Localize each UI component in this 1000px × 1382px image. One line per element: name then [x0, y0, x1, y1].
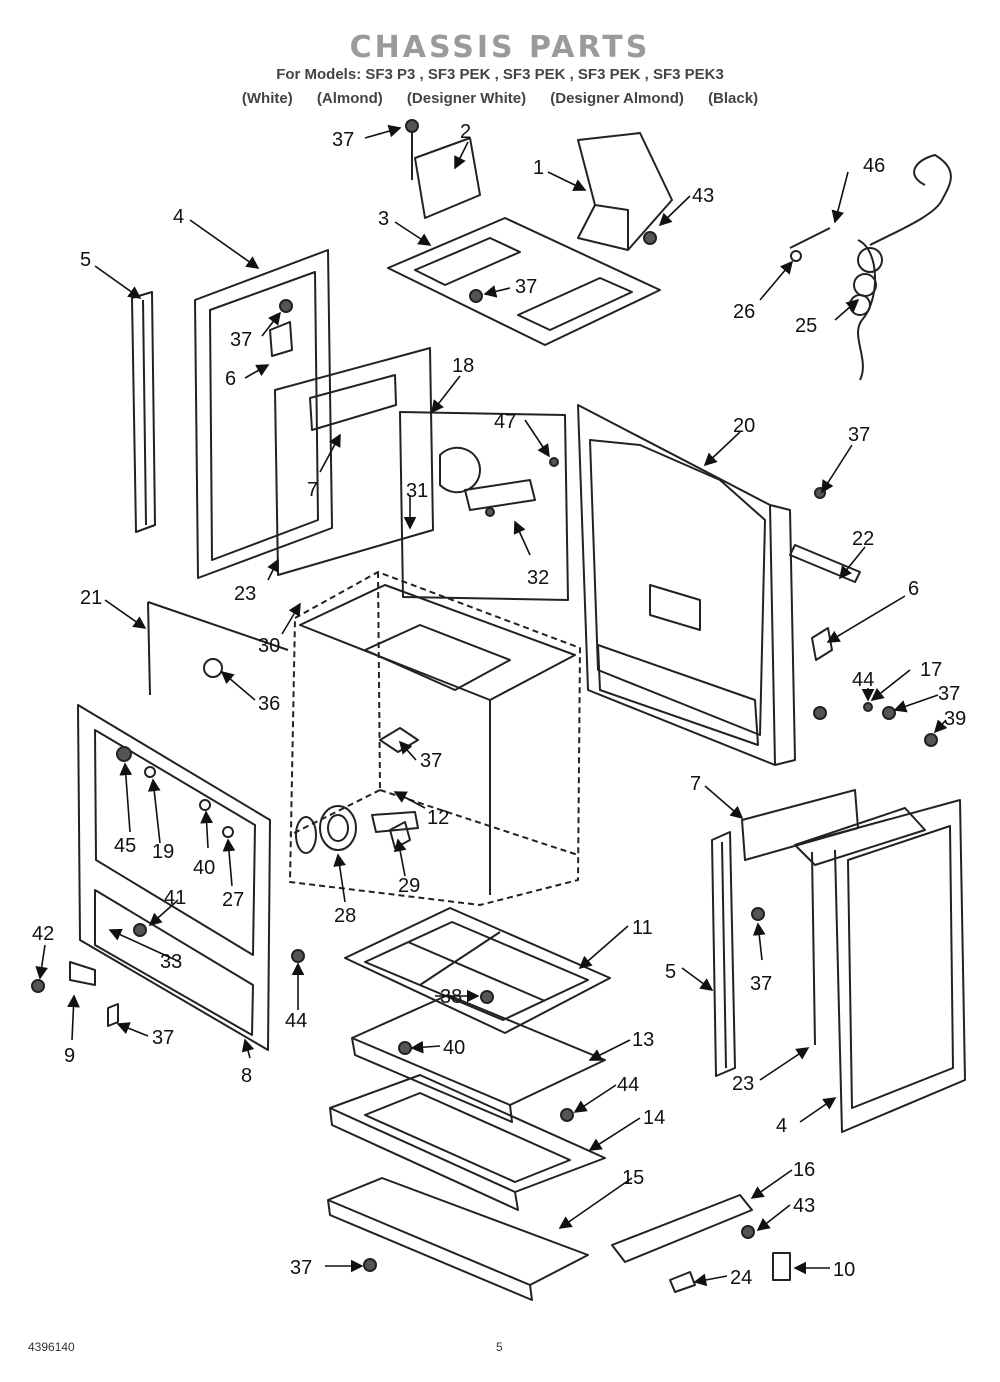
callout-6: 6 — [908, 578, 919, 600]
callout-37: 37 — [152, 1027, 174, 1049]
part-back-panel — [399, 411, 569, 601]
callout-43: 43 — [692, 185, 714, 207]
callout-47: 47 — [494, 411, 516, 433]
callout-37: 37 — [332, 129, 354, 151]
callout-37: 37 — [848, 424, 870, 446]
callout-37: 37 — [290, 1257, 312, 1279]
part-side-panel-left — [194, 249, 333, 579]
callout-44: 44 — [285, 1010, 307, 1032]
callout-4: 4 — [776, 1115, 787, 1137]
callout-18: 18 — [452, 355, 474, 377]
callout-37: 37 — [938, 683, 960, 705]
callout-28: 28 — [334, 905, 356, 927]
callout-20: 20 — [733, 415, 755, 437]
color-white: (White) — [241, 90, 293, 107]
part-oven-cavity-detail — [299, 584, 576, 895]
part-igniter — [31, 949, 305, 1027]
color-black: (Black) — [708, 90, 759, 107]
callout-44: 44 — [617, 1074, 639, 1096]
part-vent-duct — [577, 132, 673, 251]
callout-14: 14 — [643, 1107, 665, 1129]
callout-11: 11 — [632, 917, 653, 939]
part-cooktop-support — [387, 217, 661, 346]
callout-1: 1 — [533, 157, 544, 179]
callout-32: 32 — [527, 567, 549, 589]
callout-46: 46 — [863, 155, 885, 177]
callout-37: 37 — [750, 973, 772, 995]
part-side-trim-right — [711, 831, 765, 1077]
part-drawer-tray — [351, 994, 606, 1123]
callout-37: 37 — [515, 276, 537, 298]
callout-40: 40 — [193, 857, 215, 879]
color-designer-white: (Designer White) — [406, 90, 527, 107]
callout-43: 43 — [793, 1195, 815, 1217]
callout-7: 7 — [307, 479, 318, 501]
callout-23: 23 — [732, 1073, 754, 1095]
part-oven-cavity — [289, 571, 581, 906]
callout-39: 39 — [944, 708, 966, 730]
callout-8: 8 — [241, 1065, 252, 1087]
part-broil-pan — [344, 907, 611, 1034]
part-side-panel-right — [794, 799, 966, 1133]
part-drawer-bottom — [327, 1177, 589, 1301]
part-drawer-rail — [611, 1194, 791, 1293]
page-number: 5 — [496, 1340, 503, 1354]
callout-24: 24 — [730, 1267, 752, 1289]
callout-16: 16 — [793, 1159, 815, 1181]
callout-6: 6 — [225, 368, 236, 390]
callout-3: 3 — [378, 208, 389, 230]
callout-9: 9 — [64, 1045, 75, 1067]
part-burner-assembly — [295, 727, 419, 854]
callout-38: 38 — [440, 986, 462, 1008]
part-rear-panel — [577, 404, 796, 766]
callout-37: 37 — [420, 750, 442, 772]
part-rod — [789, 544, 861, 661]
callout-10: 10 — [833, 1259, 855, 1281]
callout-27: 27 — [222, 889, 244, 911]
part-drawer — [329, 1074, 606, 1211]
leader-lines — [35, 124, 948, 1287]
document-number: 4396140 — [28, 1340, 75, 1354]
callout-22: 22 — [852, 528, 874, 550]
callout-26: 26 — [733, 301, 755, 323]
callout-5: 5 — [665, 961, 676, 983]
part-front-frame — [77, 704, 271, 1051]
part-bracket — [405, 119, 481, 219]
callout-31: 31 — [406, 480, 428, 502]
part-side-trim-left — [131, 291, 156, 533]
callout-7: 7 — [690, 773, 701, 795]
callout-44: 44 — [852, 669, 874, 691]
callout-40: 40 — [443, 1037, 465, 1059]
callout-37: 37 — [230, 329, 252, 351]
part-insulation-left — [274, 347, 434, 576]
callout-36: 36 — [258, 693, 280, 715]
callout-5: 5 — [80, 249, 91, 271]
callout-13: 13 — [632, 1029, 654, 1051]
callout-labels: 1 2 3 4 4 5 5 6 6 7 7 8 9 10 11 12 13 14… — [32, 121, 966, 1289]
part-gasket — [147, 601, 289, 696]
callout-30: 30 — [258, 635, 280, 657]
callout-45: 45 — [114, 835, 136, 857]
model-list: For Models: SF3 P3 , SF3 PEK , SF3 PEK ,… — [276, 66, 724, 83]
callout-25: 25 — [795, 315, 817, 337]
callout-29: 29 — [398, 875, 420, 897]
part-power-cord — [789, 154, 952, 381]
diagram-title: CHASSIS PARTS — [349, 30, 651, 65]
callout-33: 33 — [160, 951, 182, 973]
callout-12: 12 — [427, 807, 449, 829]
part-screws-right — [813, 487, 938, 747]
callout-19: 19 — [152, 841, 174, 863]
callout-2: 2 — [460, 121, 471, 143]
color-designer-almond: (Designer Almond) — [550, 90, 684, 107]
callout-21: 21 — [80, 587, 102, 609]
callout-41: 41 — [164, 887, 186, 909]
color-almond: (Almond) — [316, 90, 383, 107]
color-list: (White) (Almond) (Designer White) (Desig… — [0, 90, 1000, 107]
callout-42: 42 — [32, 923, 54, 945]
callout-4: 4 — [173, 206, 184, 228]
callout-23: 23 — [234, 583, 256, 605]
callout-15: 15 — [622, 1167, 644, 1189]
callout-17: 17 — [920, 659, 942, 681]
